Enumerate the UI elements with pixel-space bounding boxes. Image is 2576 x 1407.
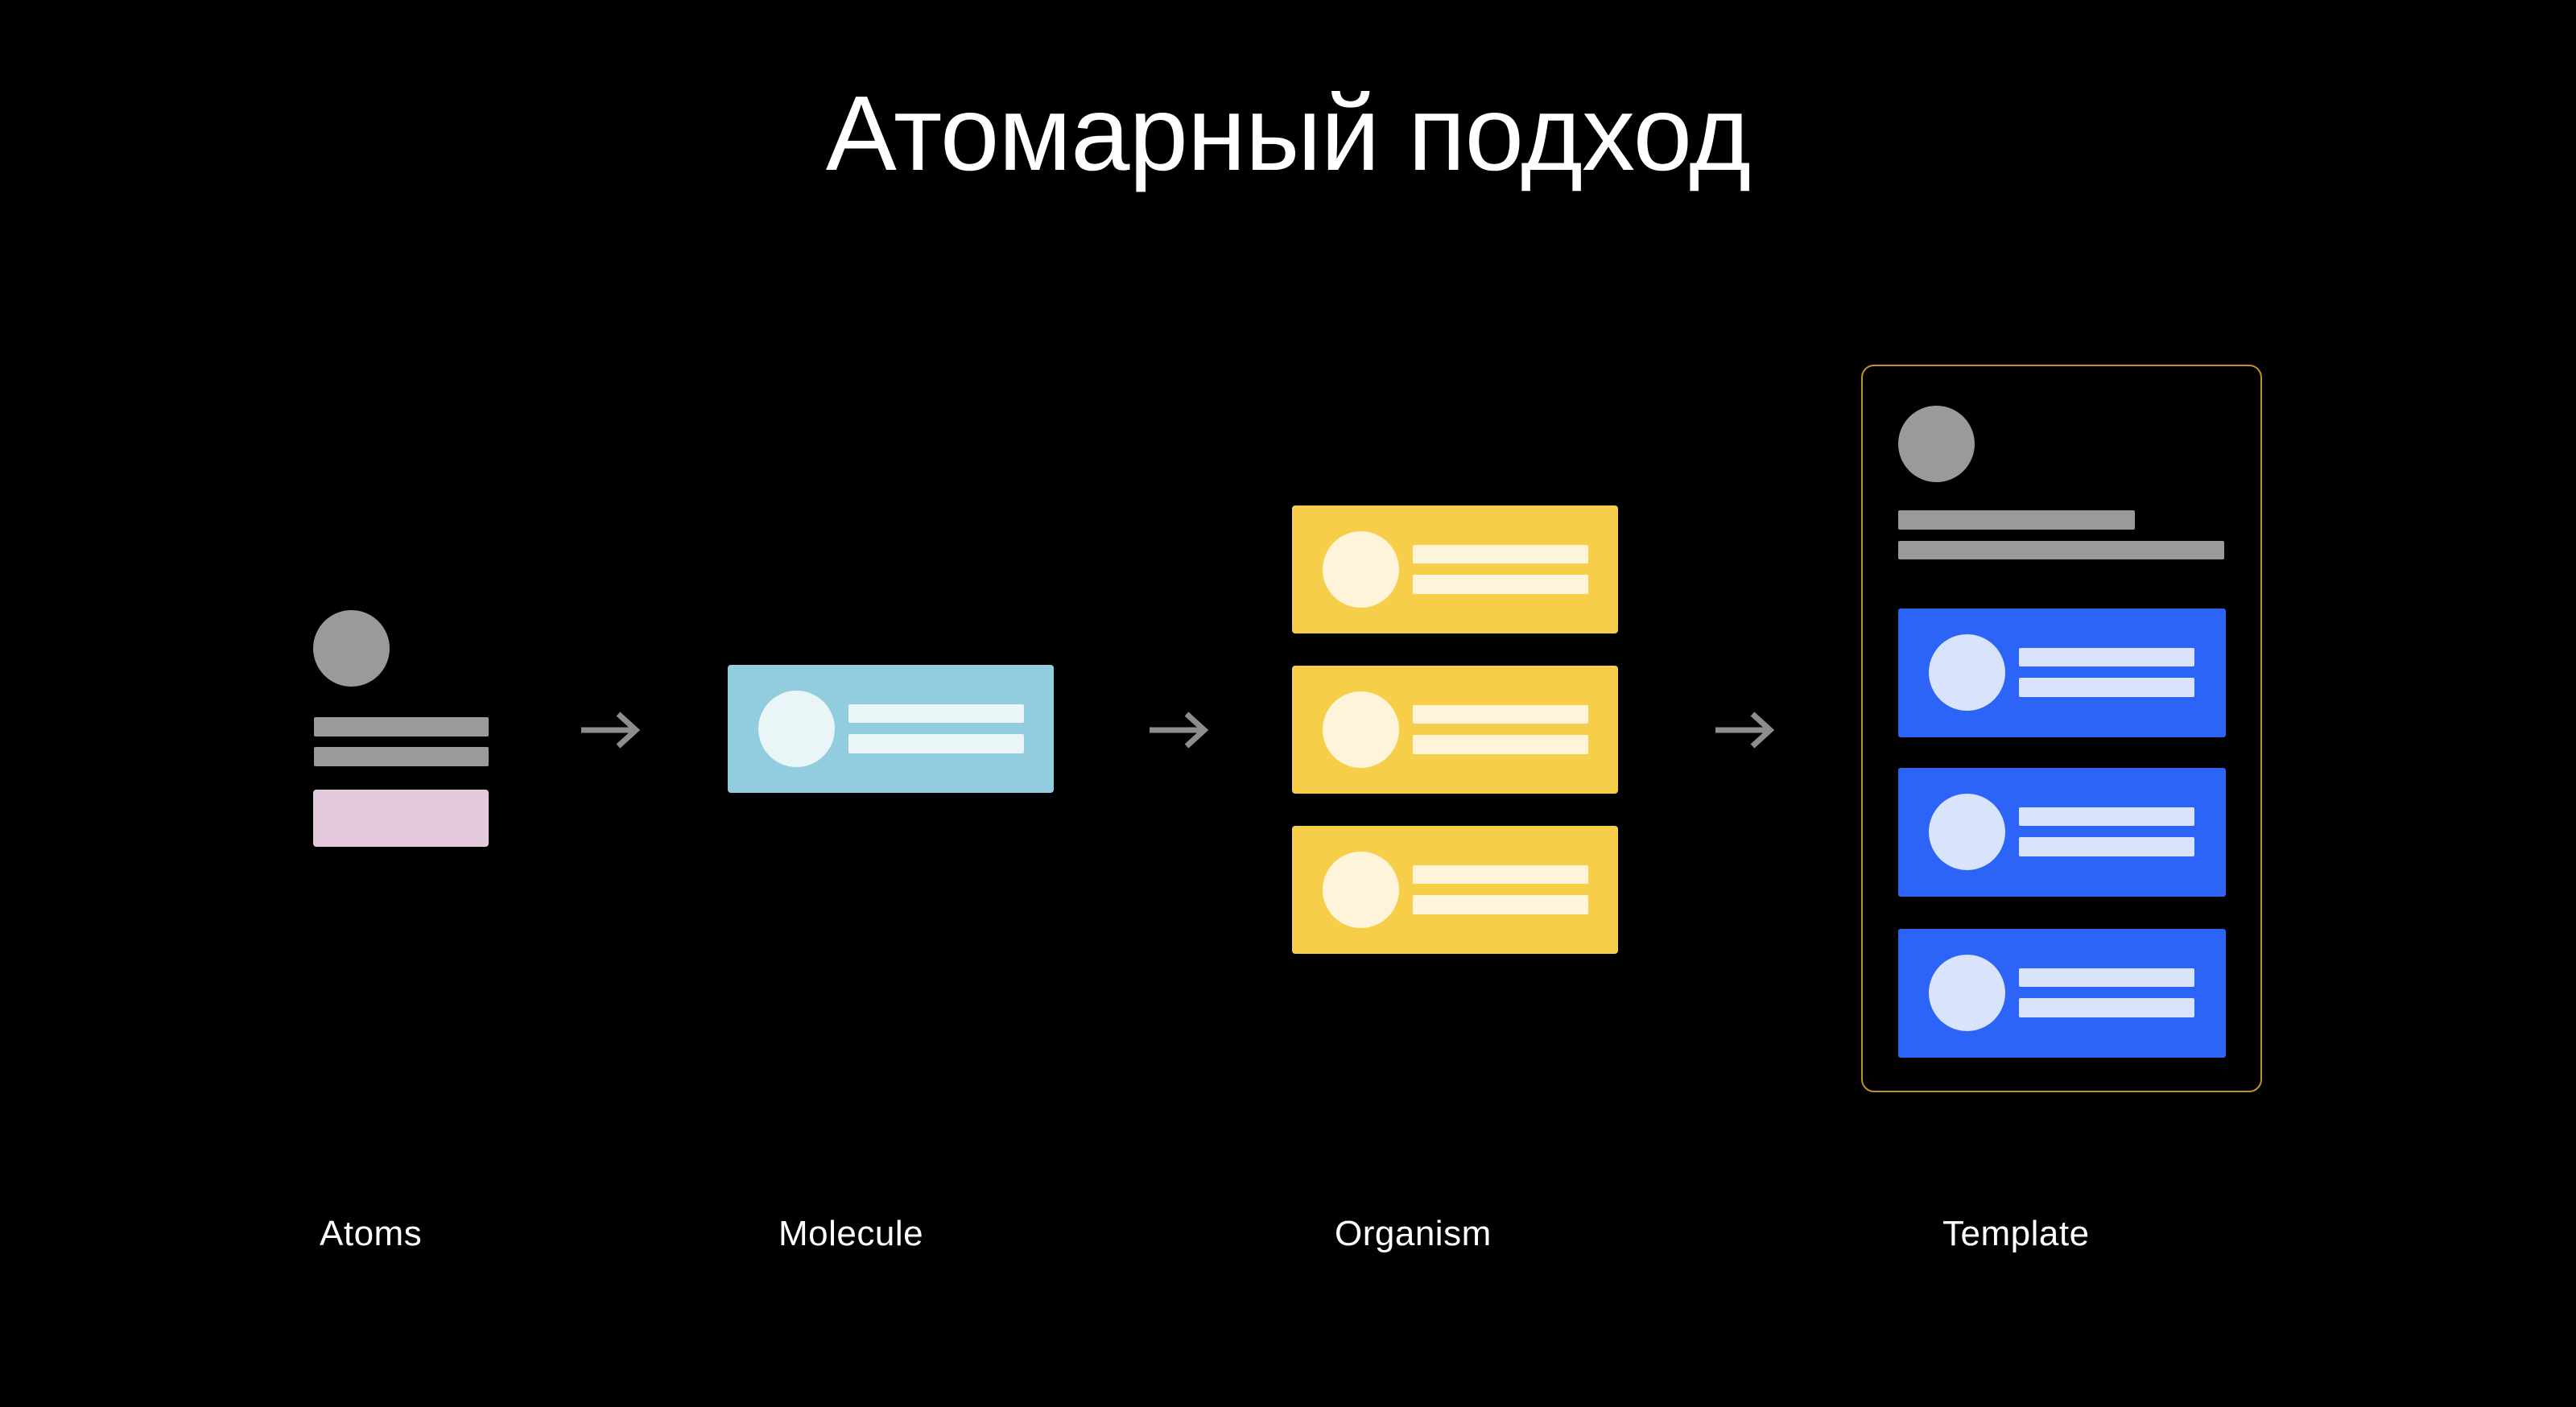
card-text-bar (2019, 968, 2194, 987)
right-arrow-icon (1715, 712, 1775, 749)
template-text-bar (1898, 541, 2224, 559)
card-avatar-circle (1929, 634, 2005, 711)
template-text-bar (1898, 510, 2135, 530)
card-text-bar (1413, 895, 1588, 914)
molecule-card (728, 665, 1054, 793)
right-arrow-icon (1150, 712, 1209, 749)
card-avatar-circle (758, 691, 835, 767)
atom-text-bar (314, 747, 489, 766)
card-text-bar (2019, 837, 2194, 856)
atom-avatar-circle (313, 610, 390, 687)
template-frame (1861, 365, 2262, 1092)
card-text-bar (2019, 678, 2194, 697)
card-text-bar (1413, 545, 1588, 563)
atom-pink-block (313, 790, 489, 847)
card-text-bar (1413, 575, 1588, 594)
card-text-bar (848, 704, 1024, 723)
card-text-bar (1413, 865, 1588, 884)
template-list-card (1898, 929, 2226, 1058)
card-text-bar (1413, 705, 1588, 724)
card-avatar-circle (1323, 531, 1399, 608)
organism-card (1292, 826, 1618, 954)
slide-title: Атомарный подход (825, 74, 1751, 192)
organism-card (1292, 666, 1618, 794)
stage-label-organism: Organism (1335, 1214, 1492, 1253)
template-avatar-circle (1898, 406, 1975, 482)
stage-label-template: Template (1942, 1214, 2090, 1253)
right-arrow-icon (581, 712, 641, 749)
card-avatar-circle (1929, 794, 2005, 870)
atom-text-bar (314, 717, 489, 737)
card-text-bar (2019, 648, 2194, 666)
organism-card (1292, 505, 1618, 633)
card-text-bar (2019, 807, 2194, 826)
stage-label-atoms: Atoms (320, 1214, 423, 1253)
card-text-bar (2019, 998, 2194, 1017)
stage-label-molecule: Molecule (778, 1214, 924, 1253)
card-avatar-circle (1323, 691, 1399, 768)
template-list-card (1898, 768, 2226, 897)
card-avatar-circle (1323, 852, 1399, 928)
card-text-bar (848, 734, 1024, 753)
template-list-card (1898, 609, 2226, 737)
card-text-bar (1413, 735, 1588, 754)
card-avatar-circle (1929, 955, 2005, 1031)
